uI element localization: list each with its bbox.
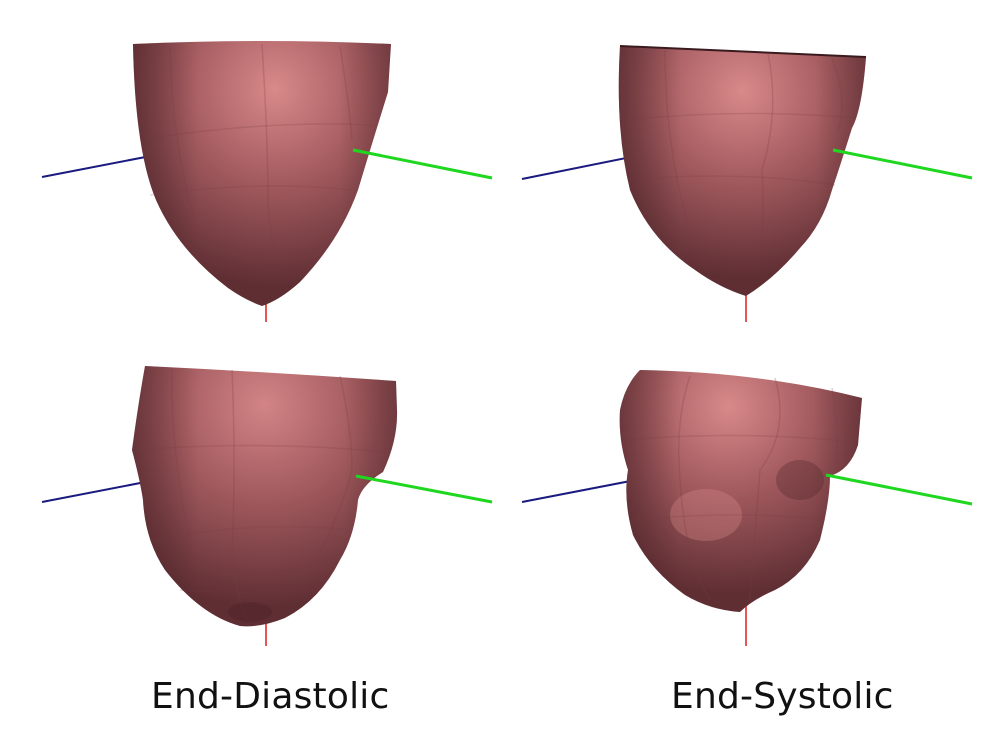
x-axis-line <box>521 154 642 180</box>
y-axis-line <box>352 148 493 180</box>
y-axis-line <box>832 148 973 180</box>
bottom-left-heart-panel <box>41 366 493 646</box>
y-axis-line <box>355 474 493 504</box>
top-left-heart-panel <box>41 41 493 322</box>
top-right-heart-panel <box>521 45 973 322</box>
bottom-right-heart-panel <box>521 370 973 646</box>
y-axis-line <box>825 473 973 506</box>
end-systolic-caption: End-Systolic <box>671 676 894 717</box>
x-axis-line <box>521 477 647 503</box>
end-diastolic-caption: End-Diastolic <box>151 676 390 717</box>
